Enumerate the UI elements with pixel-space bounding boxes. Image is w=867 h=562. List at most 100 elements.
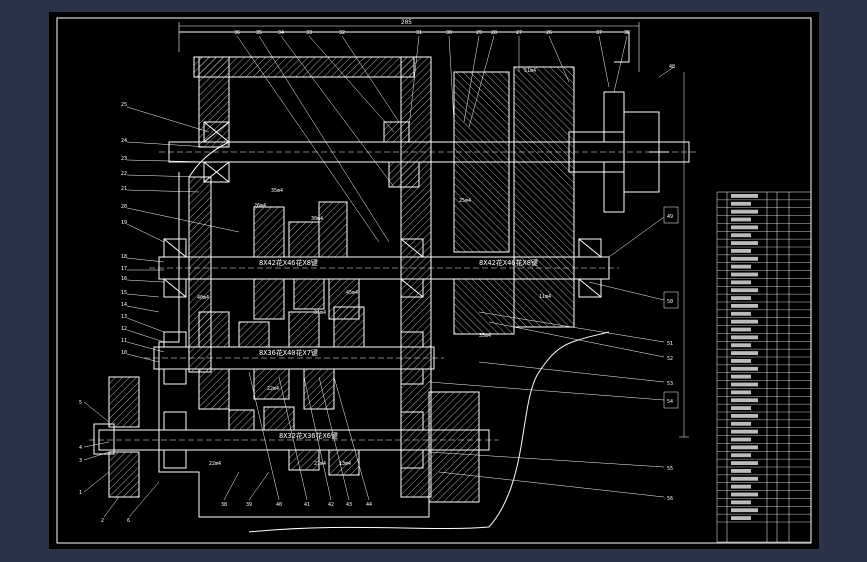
balloon-numbers-bottom: 38 39 40 41 42 43 44 bbox=[221, 502, 372, 508]
svg-text:55: 55 bbox=[667, 466, 673, 472]
shaft3-label: 8X36花X40花X7键 bbox=[259, 348, 318, 357]
svg-text:38: 38 bbox=[221, 502, 227, 508]
table-cell-text bbox=[731, 429, 758, 434]
table-cell-text bbox=[731, 390, 751, 395]
table-cell-text bbox=[731, 366, 758, 371]
svg-text:32: 32 bbox=[339, 30, 345, 36]
table-cell-text bbox=[731, 453, 751, 458]
table-cell-text bbox=[731, 374, 751, 379]
table-cell-text bbox=[731, 343, 751, 348]
svg-text:25m4: 25m4 bbox=[459, 198, 471, 204]
table-cell-text bbox=[731, 516, 751, 520]
svg-text:35m4: 35m4 bbox=[479, 333, 491, 339]
table-cell-text bbox=[731, 288, 758, 293]
svg-text:25: 25 bbox=[121, 102, 127, 108]
svg-text:22m4: 22m4 bbox=[209, 461, 221, 467]
svg-text:16: 16 bbox=[121, 276, 127, 282]
table-cell-text bbox=[731, 508, 758, 513]
top-dimension-text: 205 bbox=[401, 19, 412, 26]
table-cell-text bbox=[731, 469, 751, 473]
table-cell-text bbox=[731, 241, 758, 245]
svg-text:2: 2 bbox=[101, 518, 104, 524]
svg-text:42: 42 bbox=[328, 502, 334, 508]
leader-lines-bottom bbox=[223, 371, 370, 501]
table-cell-text bbox=[731, 492, 758, 497]
table-cell-text bbox=[731, 476, 758, 481]
svg-text:34: 34 bbox=[278, 30, 284, 36]
input-pulley bbox=[93, 376, 140, 498]
table-cell-text bbox=[731, 201, 751, 206]
parts-list-rows bbox=[717, 194, 811, 523]
svg-text:6: 6 bbox=[127, 518, 130, 524]
svg-text:5: 5 bbox=[79, 400, 82, 406]
svg-text:26m4: 26m4 bbox=[254, 203, 266, 209]
svg-text:36: 36 bbox=[234, 30, 240, 36]
svg-text:54: 54 bbox=[667, 399, 673, 405]
svg-text:49: 49 bbox=[667, 214, 673, 220]
svg-text:29: 29 bbox=[476, 30, 482, 36]
svg-text:30m4: 30m4 bbox=[311, 216, 323, 222]
svg-text:21: 21 bbox=[121, 186, 127, 192]
svg-text:24: 24 bbox=[121, 138, 127, 144]
svg-text:3: 3 bbox=[79, 458, 82, 464]
svg-text:51: 51 bbox=[667, 341, 673, 347]
table-cell-text bbox=[731, 217, 751, 222]
gear-labels: 35m4 26m4 30m4 40m4 31m4 45m4 22m4 25m4 … bbox=[197, 68, 551, 467]
table-cell-text bbox=[731, 272, 758, 277]
table-cell-text bbox=[731, 414, 758, 418]
shafts bbox=[89, 141, 699, 451]
table-cell-text bbox=[731, 209, 758, 214]
svg-text:44: 44 bbox=[366, 502, 372, 508]
svg-text:35m4: 35m4 bbox=[271, 188, 283, 194]
svg-text:11m4: 11m4 bbox=[539, 294, 551, 300]
svg-text:22: 22 bbox=[121, 171, 127, 177]
svg-text:1: 1 bbox=[79, 490, 82, 496]
svg-text:10: 10 bbox=[121, 350, 127, 356]
svg-text:14: 14 bbox=[121, 302, 127, 308]
svg-text:13m4: 13m4 bbox=[339, 461, 351, 467]
svg-text:48: 48 bbox=[669, 64, 675, 70]
svg-text:37: 37 bbox=[596, 30, 602, 36]
svg-text:15: 15 bbox=[121, 290, 127, 296]
shaft2-label: 8X42花X46花X8键 bbox=[259, 258, 318, 267]
output-flange bbox=[568, 111, 669, 193]
table-cell-text bbox=[731, 421, 751, 426]
table-cell-text bbox=[731, 406, 751, 410]
table-cell-text bbox=[731, 327, 751, 332]
table-cell-text bbox=[731, 264, 751, 269]
svg-text:26: 26 bbox=[546, 30, 552, 36]
drawing-sheet[interactable]: 205 bbox=[49, 12, 819, 549]
gears bbox=[198, 71, 515, 476]
svg-text:33: 33 bbox=[306, 30, 312, 36]
leader-lines-left bbox=[83, 106, 240, 518]
leader-lines-top bbox=[236, 35, 628, 243]
table-cell-text bbox=[731, 311, 751, 316]
svg-text:28: 28 bbox=[491, 30, 497, 36]
svg-text:4: 4 bbox=[79, 445, 82, 451]
bearings bbox=[163, 91, 625, 469]
svg-text:27m4: 27m4 bbox=[314, 461, 326, 467]
table-cell-text bbox=[731, 445, 758, 450]
svg-text:52: 52 bbox=[667, 356, 673, 362]
table-cell-text bbox=[731, 319, 758, 324]
table-cell-text bbox=[731, 194, 758, 198]
table-cell-text bbox=[731, 233, 751, 238]
svg-text:40: 40 bbox=[276, 502, 282, 508]
svg-text:18: 18 bbox=[121, 254, 127, 260]
svg-text:17: 17 bbox=[121, 266, 127, 272]
shaft4-label: 8X32花X36花X6键 bbox=[279, 431, 338, 440]
svg-text:41: 41 bbox=[304, 502, 310, 508]
balloon-numbers-left: 25 24 23 22 21 20 19 18 17 16 15 14 13 1… bbox=[79, 102, 130, 524]
svg-text:39: 39 bbox=[246, 502, 252, 508]
svg-text:45m4: 45m4 bbox=[346, 290, 358, 296]
table-cell-text bbox=[731, 461, 758, 465]
table-cell-text bbox=[731, 249, 751, 253]
balloon-numbers-right: 48 49 50 51 52 53 54 55 56 bbox=[667, 64, 675, 502]
svg-text:53: 53 bbox=[667, 381, 673, 387]
svg-text:31m4: 31m4 bbox=[314, 310, 326, 316]
leader-lines-right bbox=[428, 66, 689, 498]
svg-text:13: 13 bbox=[121, 314, 127, 320]
svg-text:51m4: 51m4 bbox=[524, 68, 536, 74]
svg-text:23: 23 bbox=[121, 156, 127, 162]
